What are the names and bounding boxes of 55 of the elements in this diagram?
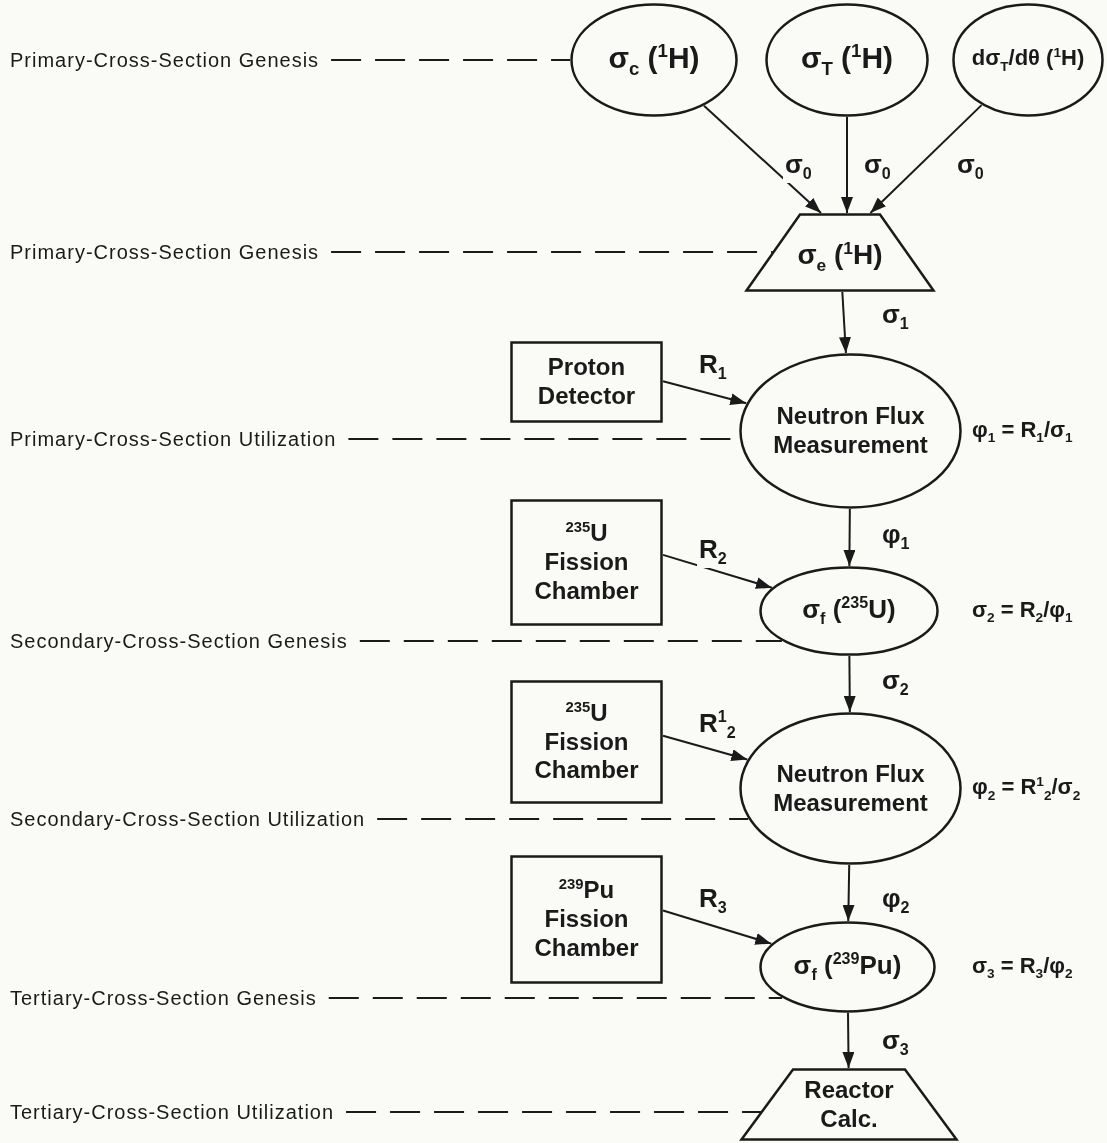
- node-label: $^{239}$Pu Fission Chamber: [534, 876, 639, 963]
- stage-label: Primary-Cross-Section Utilization: [10, 427, 337, 451]
- process-box: [510, 341, 663, 423]
- node-label: σ$_{f}$ ($^{239}$Pu): [793, 949, 902, 985]
- process-box: [510, 499, 663, 626]
- dashed-line: [327, 997, 784, 999]
- dashed-line: [345, 1111, 763, 1113]
- node-label: $^{235}$U Fission Chamber: [534, 519, 639, 606]
- node-label: σ$_{c}$ ($^{1}$H): [608, 39, 700, 81]
- ellipse-node: [952, 3, 1104, 117]
- arrow: [841, 116, 854, 214]
- arrow: [839, 291, 851, 355]
- equation: φ$_{2}$ = R$^{1}$$_{2}$/σ$_{2}$: [972, 774, 1081, 803]
- arrow: [843, 508, 856, 567]
- ellipse-node: [739, 353, 962, 509]
- stage-label: Primary-Cross-Section Genesis: [10, 48, 320, 72]
- trapezoid-node: [745, 213, 935, 292]
- node-label: $^{235}$U Fission Chamber: [534, 698, 639, 786]
- node-label: dσ$_{T}$/dθ ($^{1}$H): [971, 44, 1085, 76]
- process-box: [510, 855, 663, 984]
- dashed-line: [330, 59, 571, 61]
- arrow: [662, 380, 748, 405]
- node-label: Neutron Flux Measurement: [773, 402, 928, 460]
- stage-label: Secondary-Cross-Section Genesis: [10, 629, 348, 653]
- stage-label: Tertiary-Cross-Section Utilization: [10, 1100, 335, 1124]
- arrow: [843, 655, 856, 713]
- arrow: [703, 104, 822, 214]
- arrow: [869, 104, 983, 214]
- trapezoid-node: [740, 1068, 958, 1141]
- stage-label: Secondary-Cross-Section Utilization: [10, 807, 366, 831]
- node-label: Proton Detector: [537, 353, 636, 411]
- equation: σ$_{3}$ = R$_{3}$/φ$_{2}$: [972, 952, 1073, 982]
- ellipse-node: [765, 3, 929, 117]
- process-box: [510, 680, 663, 804]
- dashed-line: [358, 640, 783, 642]
- dashed-line: [376, 818, 750, 820]
- arrow: [662, 909, 773, 945]
- arrow: [662, 553, 773, 589]
- node-label: σ$_{T}$ ($^{1}$H): [800, 39, 894, 81]
- equation: φ$_{1}$ = R$_{1}$/σ$_{1}$: [972, 416, 1073, 446]
- ellipse-node: [759, 566, 939, 656]
- stage-label: Primary-Cross-Section Genesis: [10, 240, 320, 264]
- arrow: [842, 1012, 855, 1069]
- arrow: [842, 864, 855, 922]
- ellipse-node: [570, 3, 738, 117]
- stage-label: Tertiary-Cross-Section Genesis: [10, 986, 317, 1010]
- node-label: Reactor Calc.: [804, 1075, 894, 1134]
- arrow: [662, 734, 749, 761]
- node-label: σ$_{f}$ ($^{235}$U): [802, 593, 896, 629]
- dashed-line: [330, 251, 774, 253]
- node-label: Neutron Flux Measurement: [773, 759, 928, 818]
- ellipse-node: [759, 921, 936, 1013]
- node-label: σ$_{e}$ ($^{1}$H): [797, 237, 883, 276]
- ellipse-node: [739, 712, 962, 865]
- equation: σ$_{2}$ = R$_{2}$/φ$_{1}$: [972, 596, 1073, 626]
